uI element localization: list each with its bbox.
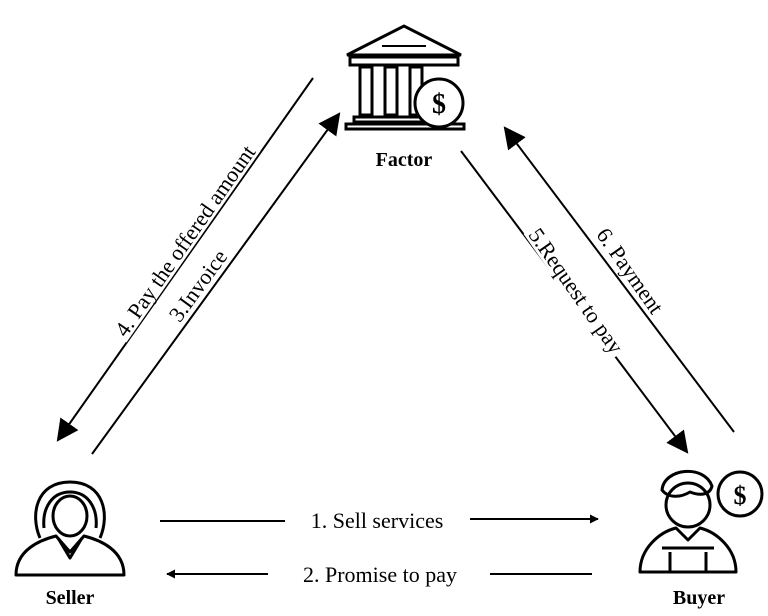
flow-label: 1. Sell services [311,508,444,533]
arrow-line [56,77,314,442]
flow-label: 2. Promise to pay [303,562,457,587]
label-backdrop [163,243,233,328]
flow-pay-offered-amount: 4. Pay the offered amount [56,77,314,442]
arrow-line [91,112,341,455]
label-backdrop [300,564,460,585]
label-backdrop [109,139,261,343]
woman-avatar-icon [14,480,126,577]
dollar-coin-icon: $ [413,77,465,129]
label-backdrop [523,221,629,360]
arrow-line [503,126,735,433]
flow-promise-to-pay: 2. Promise to pay [166,562,592,587]
buyer-label: Buyer [673,587,725,609]
label-backdrop [591,221,669,320]
bank-icon [344,24,466,131]
label-backdrop [307,510,447,531]
man-avatar-icon [638,470,738,574]
flow-label: 6. Payment [592,223,669,318]
flow-payment: 6. Payment [503,126,735,433]
seller-label: Seller [46,587,95,609]
dollar-sign: $ [734,481,747,510]
factor-label: Factor [376,149,433,171]
dollar-sign: $ [432,89,446,120]
dollar-coin-icon: $ [716,470,764,518]
flow-sell-services: 1. Sell services [160,508,599,533]
flow-invoice: 3.Invoice [91,112,341,455]
